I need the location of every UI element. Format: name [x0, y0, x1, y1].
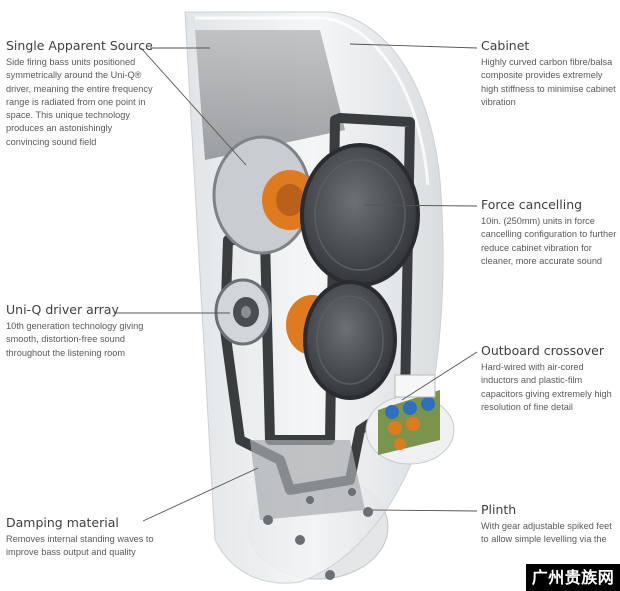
cabinet-inner-edge: [195, 16, 430, 186]
damping-material-top: [195, 30, 345, 160]
callout-title: Damping material: [6, 515, 119, 530]
callout-title: Uni-Q driver array: [6, 302, 119, 317]
callout-single-apparent-source: Single Apparent Source Side firing bass …: [6, 38, 158, 149]
callout-text: With gear adjustable spiked feet to allo…: [481, 521, 612, 545]
callout-plinth: Plinth With gear adjustable spiked feet …: [481, 502, 618, 547]
leader-lines: [116, 43, 478, 522]
callout-title: Outboard crossover: [481, 343, 605, 358]
lower-bass-driver: [286, 280, 397, 400]
uni-q-driver: [214, 278, 272, 346]
callout-title: Cabinet: [481, 38, 530, 53]
callout-force-cancelling: Force cancelling 10in. (250mm) units in …: [481, 197, 618, 268]
callout-text: 10in. (250mm) units in force cancelling …: [481, 216, 617, 266]
callout-title: Force cancelling: [481, 197, 583, 212]
callout-text: Side firing bass units positioned symmet…: [6, 57, 153, 147]
callout-title: Single Apparent Source: [6, 38, 153, 53]
callout-uni-q-driver-array: Uni-Q driver array 10th generation techn…: [6, 302, 156, 360]
callout-text: 10th generation technology giving smooth…: [6, 321, 144, 358]
callout-title: Plinth: [481, 502, 517, 517]
callout-damping-material: Damping material Removes internal standi…: [6, 515, 156, 560]
upper-bass-driver: [212, 135, 420, 287]
watermark: 广州贵族网: [526, 564, 620, 591]
callout-text: Removes internal standing waves to impro…: [6, 534, 154, 558]
outboard-crossover: [365, 374, 455, 465]
damping-material-bottom: [250, 440, 365, 520]
callout-cabinet: Cabinet Highly curved carbon fibre/balsa…: [481, 38, 617, 109]
callout-outboard-crossover: Outboard crossover Hard-wired with air-c…: [481, 343, 618, 414]
callout-text: Highly curved carbon fibre/balsa composi…: [481, 57, 616, 107]
callout-text: Hard-wired with air-cored inductors and …: [481, 362, 612, 412]
spiked-feet: [263, 488, 373, 580]
